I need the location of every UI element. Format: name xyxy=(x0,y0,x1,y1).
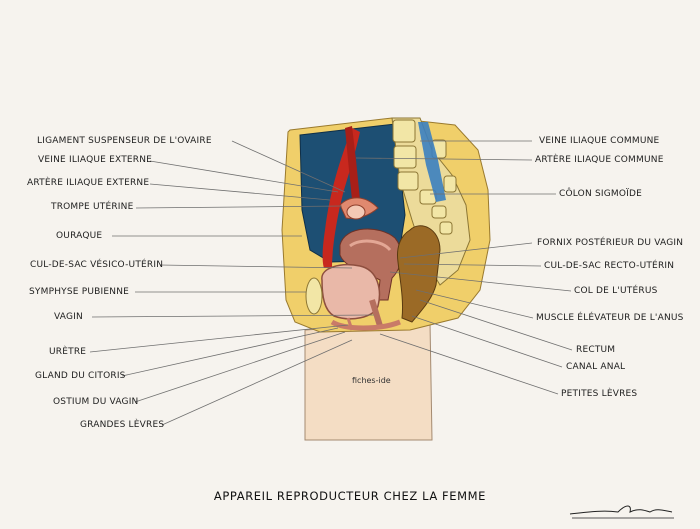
label-col-de-luterus: COL DE L'UTÉRUS xyxy=(574,286,658,296)
label-vagin: VAGIN xyxy=(54,312,83,322)
leader-line xyxy=(91,314,375,318)
leader-line xyxy=(389,271,572,292)
leader-line xyxy=(419,299,573,351)
label-artere-iliaque-externe: ARTÈRE ILIAQUE EXTERNE xyxy=(27,178,150,188)
sigmoid-colon-rectum xyxy=(397,225,441,323)
leader-line xyxy=(403,263,542,267)
leader-line xyxy=(411,315,563,368)
pubic-symphysis xyxy=(305,277,323,315)
leader-line xyxy=(89,324,349,353)
label-veine-iliaque-externe: VEINE ILIAQUE EXTERNE xyxy=(38,155,153,165)
leader-line xyxy=(231,140,346,193)
leader-line xyxy=(161,339,353,426)
label-ostium-du-vagin: OSTIUM DU VAGIN xyxy=(53,397,139,407)
label-colon-sigmoide: CÔLON SIGMOÏDE xyxy=(559,189,643,199)
leader-line xyxy=(149,160,339,193)
common-iliac-artery xyxy=(345,126,360,200)
leader-line xyxy=(355,157,533,161)
label-grandes-levres: GRANDES LÈVRES xyxy=(80,420,165,430)
signature-stroke xyxy=(569,505,673,515)
label-veine-iliaque-commune: VEINE ILIAQUE COMMUNE xyxy=(539,136,660,146)
label-symphyse-pubienne: SYMPHYSE PUBIENNE xyxy=(29,287,130,297)
leader-line xyxy=(149,183,331,201)
vertebra xyxy=(443,175,457,193)
label-gland-du-citoris: GLAND DU CITORIS xyxy=(35,371,126,381)
ovary xyxy=(346,204,366,220)
vertebra xyxy=(439,221,453,235)
watermark: fiches-ide xyxy=(352,376,391,385)
bladder xyxy=(321,264,381,320)
leader-line xyxy=(135,205,343,209)
label-petites-levres: PETITES LÈVRES xyxy=(561,389,638,399)
label-muscle-elevateur-anus: MUSCLE ÉLÉVATEUR DE L'ANUS xyxy=(536,313,684,323)
label-cul-de-sac-vesico-uterin: CUL-DE-SAC VÉSICO-UTÉRIN xyxy=(30,260,164,270)
label-uretre: URÈTRE xyxy=(49,347,87,357)
vagina xyxy=(369,299,383,327)
uterine-lining xyxy=(349,239,392,252)
vertebrae xyxy=(392,119,457,235)
leader-line xyxy=(159,264,353,269)
leader-line xyxy=(399,242,533,259)
vertebra xyxy=(392,119,416,143)
signature xyxy=(569,505,674,519)
vertebra xyxy=(393,145,417,169)
leader-line xyxy=(121,327,339,377)
label-rectum: RECTUM xyxy=(576,345,616,355)
label-cul-de-sac-recto-uterin: CUL-DE-SAC RECTO-UTÉRIN xyxy=(544,261,675,271)
leader-line xyxy=(134,331,346,403)
common-iliac-vein xyxy=(418,122,446,202)
leader-line xyxy=(379,333,559,395)
vertebra xyxy=(431,205,447,219)
leader-lines-right xyxy=(355,140,573,395)
vertebra xyxy=(397,171,419,191)
labia xyxy=(330,319,401,331)
label-canal-anal: CANAL ANAL xyxy=(566,362,626,372)
label-ouraque: OURAQUE xyxy=(56,231,103,241)
label-ligament-suspenseur-ovaire: LIGAMENT SUSPENSEUR DE L'OVAIRE xyxy=(37,136,212,146)
diagram-title: APPAREIL REPRODUCTEUR CHEZ LA FEMME xyxy=(213,489,487,503)
leader-lines-left xyxy=(89,140,375,426)
label-fornix-posterieur-vagin: FORNIX POSTÉRIEUR DU VAGIN xyxy=(537,238,684,248)
label-artere-iliaque-commune: ARTÈRE ILIAQUE COMMUNE xyxy=(535,155,664,165)
leader-line xyxy=(415,289,534,319)
label-trompe-uterine: TROMPE UTÉRINE xyxy=(51,202,134,212)
